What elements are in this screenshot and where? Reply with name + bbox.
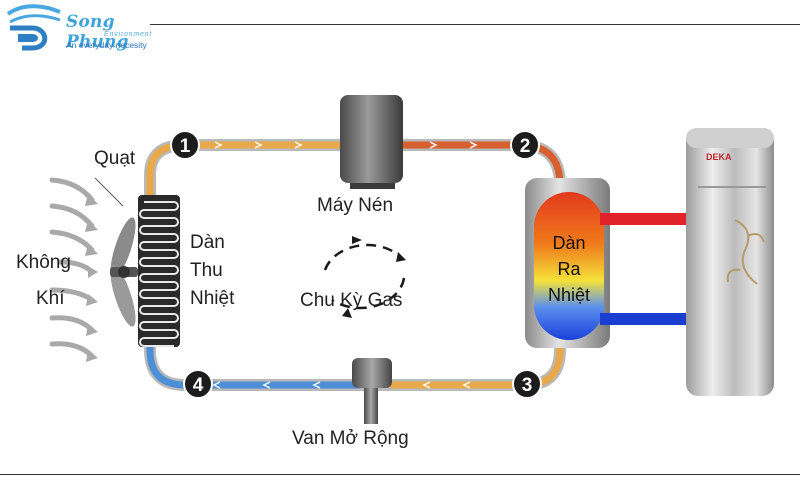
svg-text:3: 3	[522, 375, 533, 396]
air-label-line1: Không	[16, 252, 71, 273]
brand-name: Song Phung	[66, 12, 129, 52]
node-marker-3: 3	[512, 369, 542, 399]
svg-text:4: 4	[193, 375, 204, 396]
cold-water-line	[600, 313, 694, 325]
svg-text:2: 2	[520, 136, 531, 157]
brand-tagline: An everyday necesity	[66, 40, 147, 50]
compressor-icon	[340, 95, 403, 189]
svg-text:1: 1	[180, 136, 191, 157]
node-marker-1: 1	[170, 130, 200, 160]
expansion-valve-icon	[352, 358, 392, 424]
node-marker-4: 4	[183, 369, 213, 399]
logo-mark-icon	[6, 4, 61, 51]
brand-logo: Song Phung Environment An everyday neces…	[4, 2, 174, 52]
node-marker-2: 2	[510, 130, 540, 160]
header-rule	[150, 24, 800, 25]
condenser-tank	[525, 178, 610, 348]
cycle-label: Chu Kỳ Gas	[300, 290, 403, 311]
evaporator-label-line3: Nhiệt	[190, 288, 235, 309]
condenser-label-line1: Dàn	[552, 233, 586, 253]
footer-rule	[0, 474, 800, 475]
water-heater-tank-icon	[686, 128, 774, 396]
fan-label: Quạt	[94, 148, 136, 169]
cycle-arrows-icon	[323, 243, 406, 310]
fan-icon	[94, 177, 138, 327]
condenser-label-line2: Ra	[557, 259, 581, 279]
air-label-line2: Khí	[36, 288, 65, 309]
tank-brand-label: DEKA	[706, 152, 732, 162]
condenser-label-line3: Nhiệt	[547, 285, 591, 305]
expansion-valve-label: Van Mở Rộng	[292, 428, 409, 449]
evaporator-coil	[138, 195, 180, 347]
hot-water-line	[600, 213, 694, 225]
evaporator-label-line2: Thu	[190, 260, 223, 281]
evaporator-label-line1: Dàn	[190, 232, 225, 253]
brand-subtitle: Environment	[104, 31, 153, 38]
compressor-label: Máy Nén	[317, 195, 394, 216]
